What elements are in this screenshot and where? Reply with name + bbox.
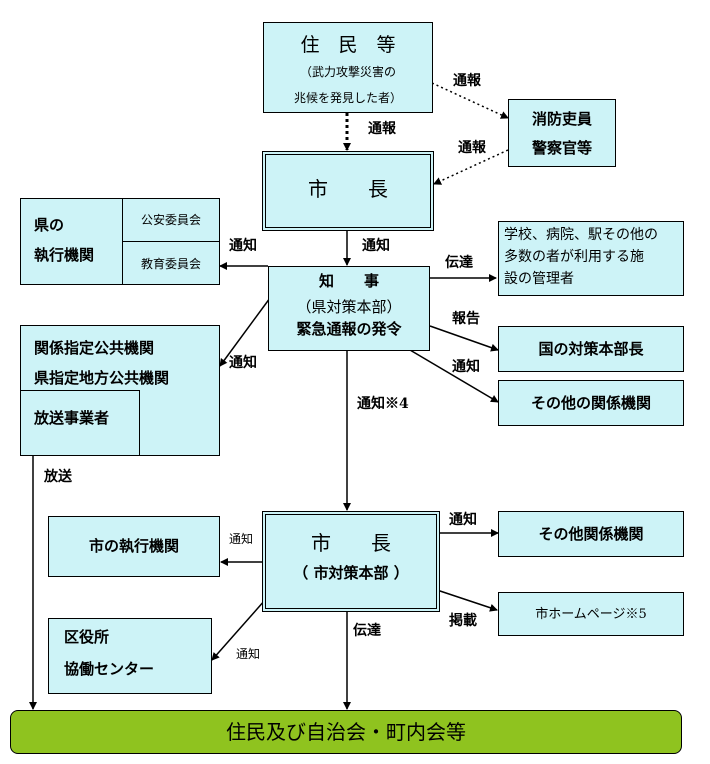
facility-manager-line1: 学校、病院、駅その他の [504,227,658,243]
ward-office-line2: 協働センター [64,660,155,678]
arrow-fire-to-mayor [433,149,509,185]
label-convey-governor-school: 伝達 [445,255,473,271]
governor-box [268,266,430,351]
city-homepage-label: 市ホームページ※5 [535,607,647,622]
prefecture-exec-line2: 執行機関 [34,246,95,264]
label-notify-governor-designated: 通知 [229,355,257,371]
label-report-fire-mayor: 通報 [458,140,486,156]
governor-line2: （県対策本部） [296,298,402,316]
residents-box [263,22,433,113]
designated-line1: 関係指定公共機関 [34,339,155,357]
prefecture-exec-line1: 県の [34,216,65,234]
mayor-hq-line2: （ 市対策本部 ） [293,564,409,582]
education-label: 教育委員会 [140,257,201,271]
label-notify-hq-ward: 通知 [236,647,261,661]
arrow-residents-to-fire [431,82,509,119]
other-related-label: その他の関係機関 [530,394,651,412]
label-notify-governor-other: 通知 [452,359,480,375]
other-agencies-box [498,511,684,557]
label-report-governor-national: 報告 [452,311,480,327]
label-report-residents-fire: 通報 [453,73,481,89]
other-agencies-label: その他関係機関 [538,525,644,543]
label-notify-hq-other: 通知 [449,512,477,528]
label-convey-hq-residents: 伝達 [353,623,381,639]
city-homepage-box [498,592,684,636]
label-broadcast: 放送 [44,469,72,485]
national-hq-box [498,326,684,372]
governor-line3: 緊急通報の発令 [296,320,402,338]
public-safety-label: 公安委員会 [140,213,201,227]
public-safety-cell [122,198,220,242]
label-notify-hq-city-exec: 通知 [229,532,254,546]
national-hq-label: 国の対策本部長 [538,340,644,358]
label-post-homepage: 掲載 [449,613,477,629]
city-exec-label: 市の執行機関 [88,537,179,555]
fire-police-line1: 消防吏員 [531,110,592,128]
fire-police-box [508,99,616,167]
label-report-residents-mayor: 通報 [368,121,396,137]
fire-police-line2: 警察官等 [531,139,592,157]
residents-bar-label: 住民及び自治会・町内会等 [226,720,466,744]
facility-manager-line2: 多数の者が利用する施 [504,249,644,265]
arrow-governor-to-designated [219,297,271,367]
residents-note-1: （武力攻撃災害の [299,65,396,79]
arrow-hq-to-homepage [436,589,498,612]
designated-line2: 県指定地方公共機関 [34,369,170,387]
education-cell [122,241,220,285]
residents-title: 住 民 等 [300,34,396,56]
mayor-title: 市 長 [308,177,388,201]
ward-office-line1: 区役所 [64,628,110,646]
mayor-hq-line1: 市 長 [311,531,391,555]
label-notify-mayor-governor: 通知 [362,238,390,254]
residents-note-2: 兆候を発見した者） [293,91,402,105]
broadcaster-label: 放送事業者 [34,409,110,427]
label-notify-governor-prefecture: 通知 [229,238,257,254]
mayor-box [262,151,434,231]
other-related-box [498,380,684,426]
ward-office-box [48,618,212,694]
city-exec-box [48,516,220,577]
arrow-governor-to-other [409,349,499,403]
facility-manager-line3: 設の管理者 [504,271,574,287]
arrow-governor-to-national [429,325,499,352]
residents-bar [10,710,682,754]
mayor-hq-box [262,511,440,612]
governor-line1: 知 事 [318,272,379,290]
facility-manager-box [498,221,684,296]
label-notify-governor-mayorhq: 通知※4 [357,396,409,412]
broadcaster-box [20,390,140,456]
arrow-hq-to-ward [211,599,266,661]
